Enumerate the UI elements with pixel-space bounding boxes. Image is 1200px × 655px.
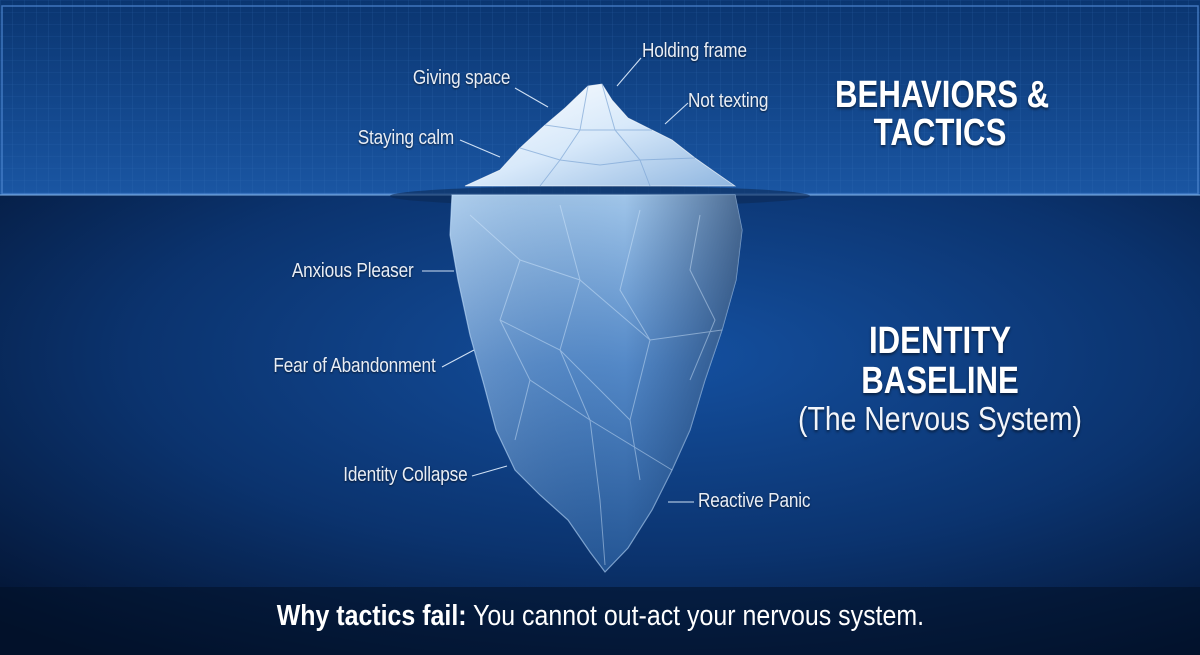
leader-identity-collapse [471, 465, 508, 477]
leader-holding-frame [616, 57, 642, 87]
heading-identity: IDENTITY [869, 320, 1011, 362]
label-holding-frame: Holding frame [642, 40, 747, 62]
heading-baseline: BASELINE [861, 360, 1019, 402]
footer-caption: Why tactics fail: You cannot out-act you… [0, 600, 1200, 633]
label-identity-collapse: Identity Collapse [342, 464, 467, 486]
label-fear-of-abandonment: Fear of Abandonment [273, 355, 436, 377]
subheading-nervous-system: (The Nervous System) [798, 400, 1082, 437]
label-giving-space: Giving space [412, 67, 511, 89]
leader-not-texting [664, 102, 689, 125]
label-anxious-pleaser: Anxious Pleaser [292, 260, 414, 282]
ice-facets [469, 204, 723, 566]
label-staying-calm: Staying calm [357, 127, 455, 149]
footer-message: You cannot out-act your nervous system. [466, 600, 924, 632]
footer-bold: Why tactics fail: [276, 600, 467, 632]
heading-behaviors: BEHAVIORS & [835, 74, 1050, 116]
footer-band [0, 587, 1200, 655]
heading-tactics: TACTICS [873, 112, 1007, 154]
leader-staying-calm [459, 139, 501, 158]
iceberg-peak [464, 83, 737, 187]
peak-facets [519, 83, 696, 187]
iceberg-underwater-shade [450, 195, 742, 572]
label-reactive-panic: Reactive Panic [698, 490, 811, 512]
label-not-texting: Not texting [688, 90, 769, 112]
leader-lines [422, 57, 694, 503]
leader-giving-space [514, 87, 549, 108]
leader-fear-of-abandonment [441, 349, 475, 368]
